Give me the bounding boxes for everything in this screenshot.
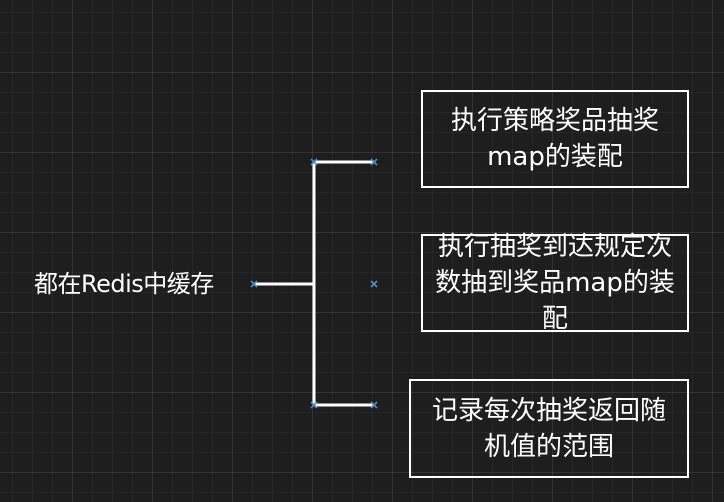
handle-branch-3-end[interactable]	[370, 401, 378, 409]
branch-node-3[interactable]: 记录每次抽奖返回随 机值的范围	[409, 379, 689, 478]
handle-marks	[250, 158, 378, 409]
handle-branch-2-end[interactable]	[370, 280, 378, 288]
handle-branch-1-end[interactable]	[370, 158, 378, 166]
handle-branch-1-start[interactable]	[310, 158, 318, 166]
branch-node-3-label: 记录每次抽奖返回随 机值的范围	[431, 395, 666, 462]
root-node-label[interactable]: 都在Redis中缓存	[34, 270, 214, 298]
handle-root-end[interactable]	[250, 280, 258, 288]
branch-node-1-label: 执行策略奖品抽奖 map的装配	[450, 106, 659, 172]
branch-node-1[interactable]: 执行策略奖品抽奖 map的装配	[421, 90, 689, 188]
branch-node-2-label: 执行抽奖到达规定次 数抽到奖品map的装 配	[435, 232, 675, 334]
branch-node-2[interactable]: 执行抽奖到达规定次 数抽到奖品map的装 配	[421, 232, 689, 334]
handle-branch-3-start[interactable]	[310, 401, 318, 409]
